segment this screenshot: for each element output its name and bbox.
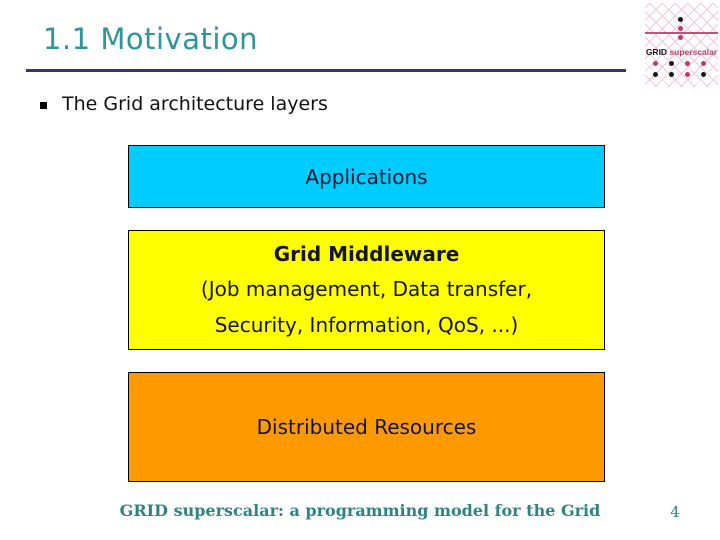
- applications-layer-box: Applications: [128, 145, 605, 208]
- pink-dot: [685, 61, 690, 66]
- bullet-item: The Grid architecture layers: [40, 93, 328, 115]
- black-dot: [701, 72, 706, 77]
- black-dot: [669, 61, 674, 66]
- resources-layer-box: Distributed Resources: [128, 372, 605, 482]
- bullet-text: The Grid architecture layers: [62, 93, 328, 115]
- pink-dot: [701, 61, 706, 66]
- pink-dot: [653, 61, 658, 66]
- pink-dot: [678, 35, 683, 40]
- logo-text-grid: GRID: [645, 47, 668, 57]
- logo-dot-column: [678, 17, 683, 40]
- black-dot: [669, 72, 674, 77]
- middleware-layer-box: Grid Middleware (Job management, Data tr…: [128, 230, 605, 350]
- logo-dot-row-2: [653, 72, 706, 77]
- title-divider: [26, 69, 626, 72]
- black-dot: [653, 72, 658, 77]
- logo-text-superscalar: superscalar: [669, 47, 718, 57]
- logo-horizontal-line: [645, 32, 718, 34]
- resources-label: Distributed Resources: [256, 415, 477, 439]
- applications-label: Applications: [305, 164, 428, 189]
- footer-text: GRID superscalar: a programming model fo…: [119, 501, 601, 520]
- logo-dot-row-1: [653, 61, 706, 66]
- page-number: 4: [670, 503, 680, 521]
- grid-superscalar-logo: GRID superscalar: [645, 3, 718, 87]
- bullet-square-icon: [40, 102, 47, 109]
- black-dot: [678, 17, 683, 22]
- logo-wordmark: GRID superscalar: [645, 47, 718, 57]
- slide-title: 1.1 Motivation: [43, 22, 259, 56]
- middleware-detail-line: (Job management, Data transfer,: [200, 277, 533, 302]
- pink-dot: [685, 72, 690, 77]
- middleware-detail-line: Security, Information, QoS, ...): [214, 312, 519, 337]
- middleware-title: Grid Middleware: [273, 241, 460, 266]
- pink-dot: [678, 26, 683, 31]
